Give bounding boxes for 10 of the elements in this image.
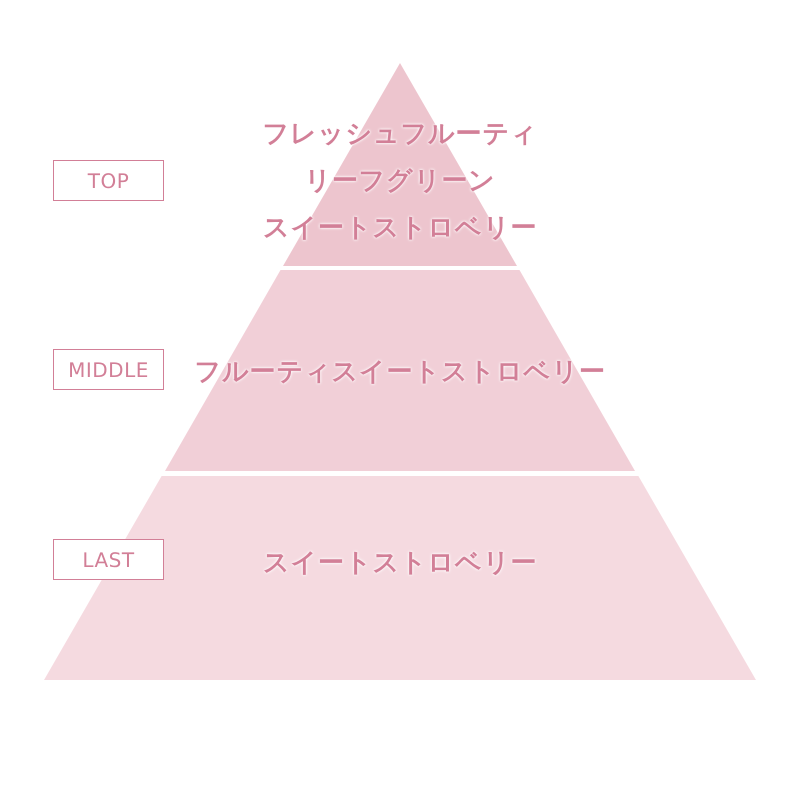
note-text: フルーティスイートストロベリー	[194, 356, 606, 389]
note-text: スイートストロベリー	[263, 547, 537, 580]
pyramid-tier	[44, 476, 756, 680]
tier-tag: LAST	[53, 539, 164, 580]
pyramid-tier	[165, 270, 635, 471]
note-text: リーフグリーン	[304, 165, 496, 198]
note-text: スイートストロベリー	[263, 212, 537, 245]
tier-tag: MIDDLE	[53, 349, 164, 390]
note-text: フレッシュフルーティ	[262, 118, 538, 151]
tier-tag: TOP	[53, 160, 164, 201]
